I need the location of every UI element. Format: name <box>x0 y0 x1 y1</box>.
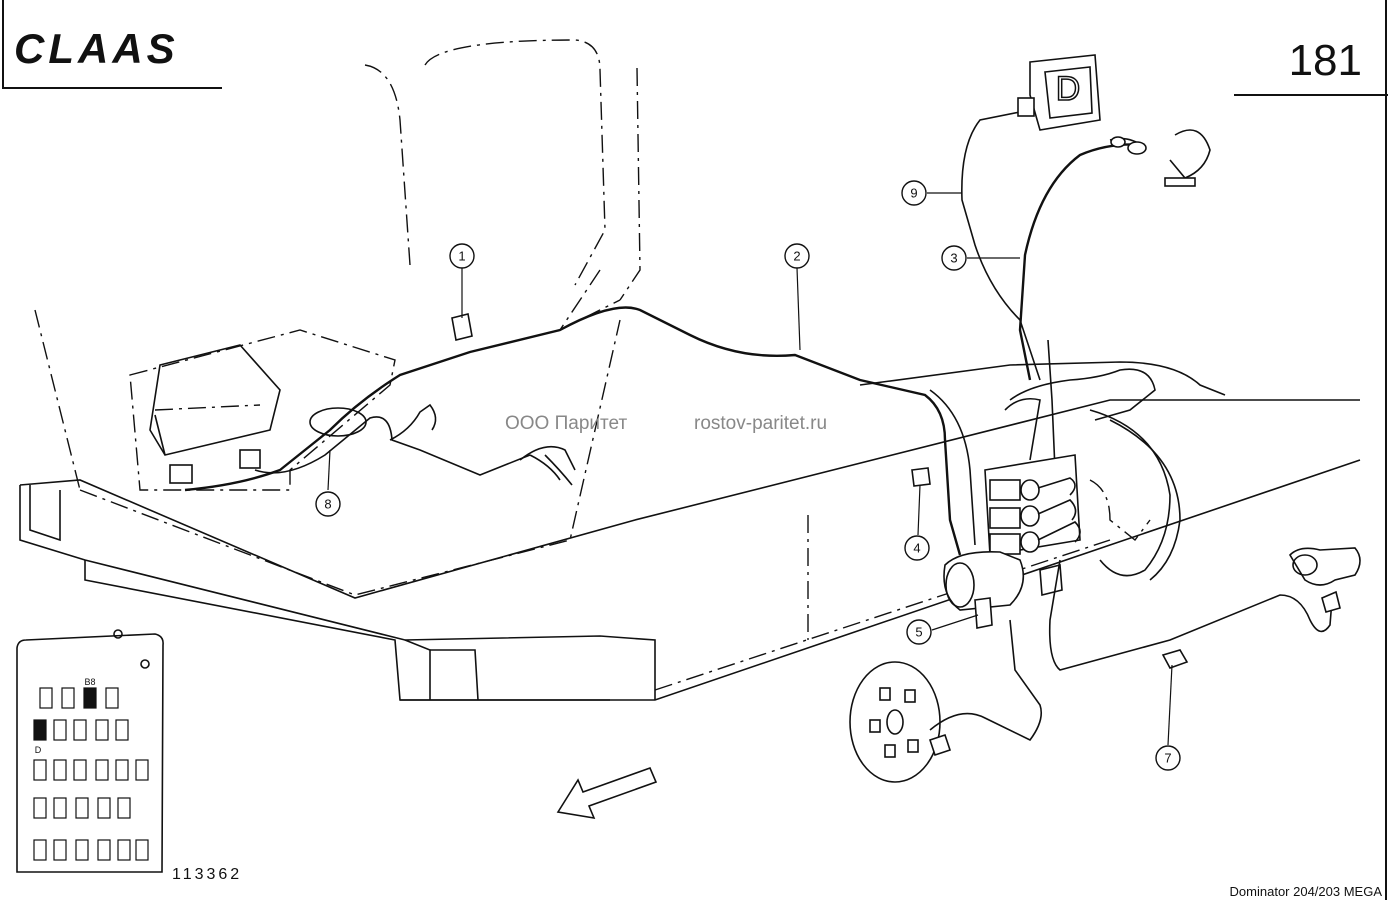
fuse-slot <box>135 759 149 781</box>
callout-8: 8 <box>315 491 341 517</box>
valve-block <box>943 454 1081 611</box>
fuse-slot <box>97 797 111 819</box>
svg-text:1: 1 <box>458 249 465 264</box>
callout-5: 5 <box>906 619 932 645</box>
hose-assembly <box>1004 368 1181 581</box>
callout-3: 3 <box>941 245 967 271</box>
fuse-slot <box>83 687 97 709</box>
fuse-label-b8: B8 <box>84 677 95 687</box>
svg-text:8: 8 <box>324 497 331 512</box>
fuse-slot <box>117 797 131 819</box>
direction-arrow-icon <box>556 766 658 820</box>
fuse-slot <box>95 719 109 741</box>
control-box <box>129 329 396 491</box>
clip-5 <box>974 597 993 629</box>
connector-d: D <box>1017 54 1101 131</box>
fuse-slot <box>33 797 47 819</box>
upper-harness <box>961 111 1211 471</box>
clip-1 <box>451 313 473 341</box>
brand-logo: CLAAS <box>14 25 179 72</box>
fuse-slot <box>33 839 47 861</box>
callout-1: 1 <box>449 243 475 269</box>
watermark-site: rostov-paritet.ru <box>694 413 827 434</box>
fuse-slot <box>73 719 87 741</box>
main-harness <box>184 306 1226 556</box>
fuse-slot <box>33 759 47 781</box>
fuse-slot <box>115 719 129 741</box>
page-number: 181 <box>1289 36 1362 85</box>
leader-lines <box>327 192 1173 746</box>
fuse-slot <box>61 687 75 709</box>
connector-d-label: D <box>1056 70 1081 108</box>
fuse-slot <box>39 687 53 709</box>
callout-4: 4 <box>904 535 930 561</box>
watermark-company: ООО Паритет <box>505 413 627 434</box>
callout-7: 7 <box>1155 745 1181 771</box>
fuse-slot <box>53 759 67 781</box>
fuse-slot <box>73 759 87 781</box>
svg-text:7: 7 <box>1164 751 1171 766</box>
svg-text:3: 3 <box>950 251 957 266</box>
fuse-slot <box>53 839 67 861</box>
cab-outline <box>364 39 641 332</box>
fuse-slot <box>75 839 89 861</box>
model-name: Dominator 204/203 MEGA <box>1230 884 1383 899</box>
fuse-slot <box>115 759 129 781</box>
drawing-number: 113362 <box>172 866 242 883</box>
fuse-label-d: D <box>35 745 42 755</box>
svg-text:9: 9 <box>910 186 917 201</box>
fuse-slot <box>33 719 47 741</box>
fuse-slot <box>75 797 89 819</box>
callout-9: 9 <box>901 180 927 206</box>
right-sensor <box>1048 547 1361 671</box>
svg-text:5: 5 <box>915 625 922 640</box>
svg-text:2: 2 <box>793 249 800 264</box>
fuse-panel: B8 D <box>16 629 164 873</box>
machine-frame <box>19 309 1361 701</box>
fuse-slot <box>53 797 67 819</box>
fuse-slot <box>95 759 109 781</box>
clip-4 <box>911 467 931 487</box>
fuse-slot <box>53 719 67 741</box>
fuse-slot <box>105 687 119 709</box>
fuse-slot <box>97 839 111 861</box>
svg-text:4: 4 <box>913 541 920 556</box>
fuse-slot <box>135 839 149 861</box>
callout-2: 2 <box>784 243 810 269</box>
fuse-slot <box>117 839 131 861</box>
sensor-disc <box>849 619 1043 783</box>
